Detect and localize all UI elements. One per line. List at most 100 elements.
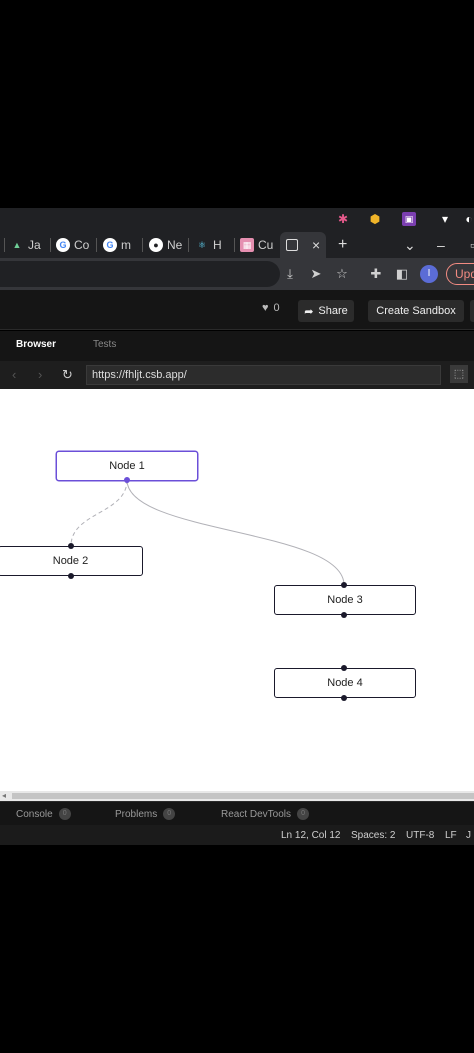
edges-layer [70, 479, 345, 586]
scroll-left-icon[interactable]: ◂ [2, 791, 7, 800]
edge-node1-node3[interactable] [126, 479, 345, 586]
share-button[interactable]: ➦ Share [298, 300, 354, 322]
tab-label: H [213, 238, 222, 252]
encoding[interactable]: UTF-8 [406, 830, 435, 841]
node-label: Node 3 [327, 594, 363, 606]
browser-tab-strip: ▲ Ja G Co G m ● Ne ⚛ H ▦ Cu × + ⌄ – ▫ [0, 230, 474, 258]
scrollbar-thumb[interactable] [12, 793, 474, 799]
count-badge: 0 [297, 808, 310, 820]
tab-browser[interactable]: Browser [16, 339, 57, 350]
create-sandbox-button[interactable]: Create Sandbox [368, 300, 464, 322]
count-badge: 0 [58, 808, 71, 820]
tab-search-icon[interactable]: ⌄ [404, 236, 416, 253]
tab-label: React DevTools [221, 808, 292, 820]
vercel-icon: ▲ [12, 240, 22, 250]
tab-label: Console [16, 808, 53, 820]
node3-source-handle[interactable] [341, 612, 347, 618]
line-ending[interactable]: LF [445, 830, 457, 841]
tab-tests[interactable]: Tests [93, 339, 117, 350]
count-badge: 0 [163, 808, 176, 820]
edge-node1-node2[interactable] [70, 479, 128, 547]
horizontal-scrollbar[interactable]: ◂ [0, 791, 474, 801]
checker-icon: ▦ [240, 238, 254, 252]
extensions-puzzle-icon[interactable]: ✚ [370, 266, 382, 281]
codesandbox-header: ♥ 0 ➦ Share Create Sandbox [0, 290, 474, 330]
tab-2[interactable]: G Co [56, 234, 89, 256]
react-icon: ⚛ [197, 239, 207, 250]
node2-target-handle[interactable] [68, 543, 74, 549]
like-counter[interactable]: ♥ 0 [262, 302, 280, 314]
tab-react-devtools[interactable]: React DevTools 0 [221, 808, 310, 820]
heart-icon: ♥ [262, 302, 269, 314]
tab-separator [96, 238, 97, 252]
node2-source-handle[interactable] [68, 573, 74, 579]
close-tab-icon[interactable]: × [312, 237, 321, 253]
tab-label: Co [74, 238, 90, 252]
node4-source-handle[interactable] [341, 695, 347, 701]
active-tab[interactable]: × [280, 232, 327, 258]
tab-problems[interactable]: Problems 0 [115, 808, 176, 820]
flow-node-4[interactable]: Node 4 [274, 668, 416, 698]
node3-target-handle[interactable] [341, 582, 347, 588]
slack-icon: ✱ [337, 212, 349, 226]
tab-label: Ne [167, 238, 183, 252]
profile-avatar[interactable]: I [420, 265, 438, 283]
language-mode[interactable]: J [466, 830, 471, 841]
devtools-tabs: Console 0 Problems 0 React DevTools 0 [0, 801, 474, 825]
preview-url-input[interactable]: https://fhljt.csb.app/ [86, 365, 441, 385]
maximize-icon[interactable]: ▫ [470, 237, 474, 253]
google-icon: G [103, 238, 117, 252]
side-panel-icon[interactable]: ◧ [395, 266, 409, 281]
tab-separator [188, 238, 189, 252]
shield-icon: ⬢ [369, 212, 381, 226]
tab-label: Ja [28, 238, 41, 252]
node-label: Node 2 [52, 555, 89, 567]
tab-label: Cu [258, 238, 274, 252]
github-icon: ● [149, 238, 163, 252]
refresh-icon[interactable]: ↻ [62, 367, 73, 382]
share-arrow-icon: ➦ [304, 305, 314, 318]
blank-page-icon [286, 239, 298, 251]
preview-tabs: Browser Tests [0, 331, 474, 361]
omnibox[interactable] [0, 261, 280, 287]
tab-1[interactable]: ▲ Ja [10, 234, 41, 256]
send-icon[interactable]: ➤ [310, 266, 322, 281]
tab-4[interactable]: ● Ne [149, 234, 182, 256]
extra-header-button[interactable] [470, 300, 474, 322]
browser-toolbar: ⤓ ➤ ☆ ✚ ◧ I Upd [0, 258, 474, 290]
minimize-icon[interactable]: – [437, 237, 445, 253]
node1-source-handle[interactable] [124, 477, 130, 483]
flow-canvas[interactable]: Node 1 Node 2 Node 3 Node 4 [0, 389, 474, 791]
google-icon: G [56, 238, 70, 252]
tab-label: m [121, 238, 131, 252]
flow-node-2[interactable]: Node 2 [0, 546, 143, 576]
indentation[interactable]: Spaces: 2 [351, 830, 396, 841]
node-label: Node 1 [109, 460, 145, 472]
new-tab-button[interactable]: + [338, 236, 348, 253]
flow-node-3[interactable]: Node 3 [274, 585, 416, 615]
open-new-window-icon[interactable]: ⬚ [450, 365, 468, 383]
editor-status-bar: Ln 12, Col 12 Spaces: 2 UTF-8 LF J [0, 825, 474, 845]
tab-separator [142, 238, 143, 252]
tab-6[interactable]: ▦ Cu [240, 234, 273, 256]
back-icon[interactable]: ‹ [12, 367, 17, 382]
install-app-icon[interactable]: ⤓ [287, 266, 293, 281]
tab-console[interactable]: Console 0 [16, 808, 71, 820]
bookmark-star-icon[interactable]: ☆ [336, 266, 348, 281]
tab-separator [50, 238, 51, 252]
like-count: 0 [273, 302, 280, 314]
node4-target-handle[interactable] [341, 665, 347, 671]
system-status-bar: ✱ ⬢ ▣ ▾ ◐ [0, 208, 474, 230]
update-button[interactable]: Upd [446, 263, 474, 285]
cursor-position[interactable]: Ln 12, Col 12 [281, 830, 341, 841]
tab-3[interactable]: G m [103, 234, 131, 256]
tab-label: Problems [115, 808, 158, 820]
app-icon: ▣ [402, 212, 416, 226]
tab-5[interactable]: ⚛ H [195, 234, 222, 256]
node-label: Node 4 [327, 677, 363, 689]
forward-icon[interactable]: › [38, 367, 43, 382]
preview-navigation-bar: ‹ › ↻ https://fhljt.csb.app/ ⬚ [0, 361, 474, 389]
mute-icon: ◐ [465, 212, 473, 226]
tab-separator [4, 238, 5, 252]
tab-separator [234, 238, 235, 252]
